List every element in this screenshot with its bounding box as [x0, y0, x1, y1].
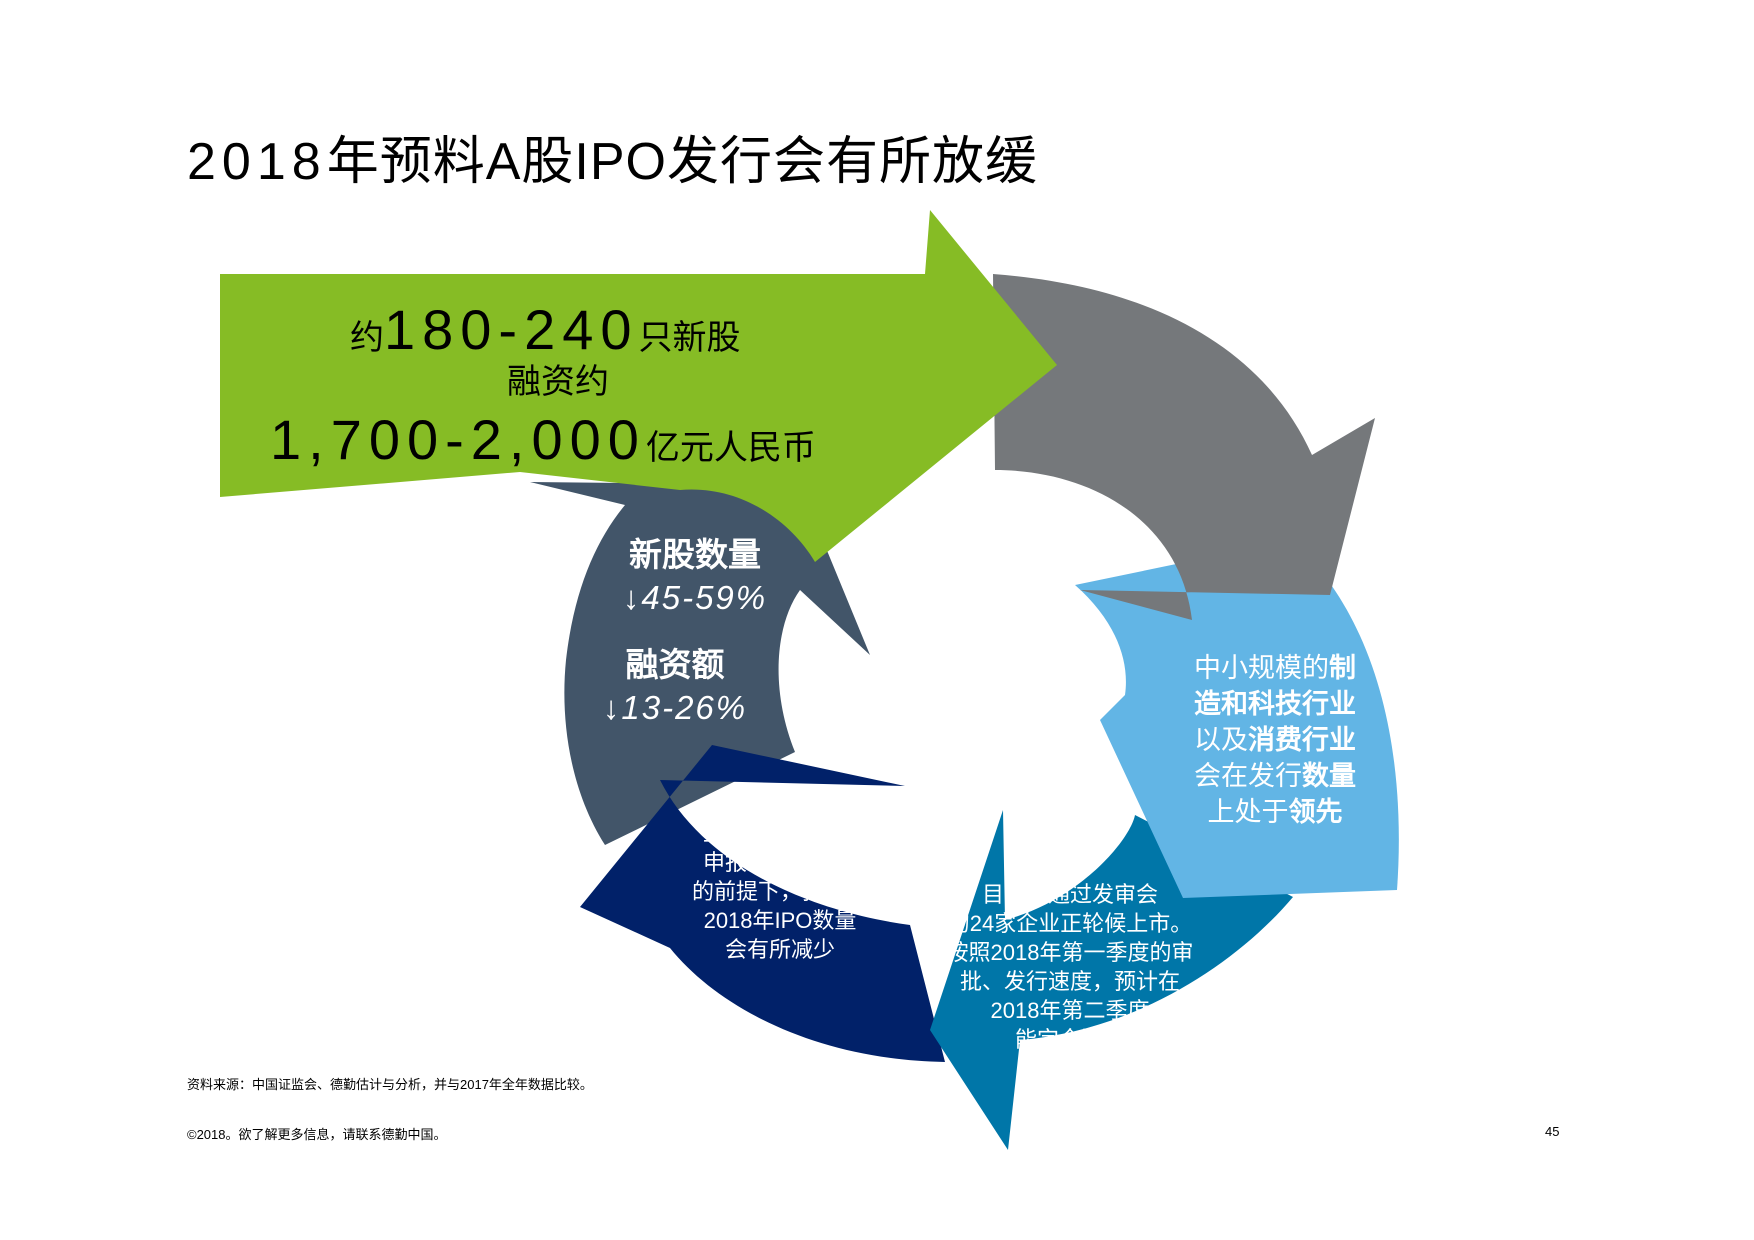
gray-arrow-segment [993, 274, 1375, 620]
lightblue-l3a: 以及 [1194, 725, 1248, 755]
green-line3: 1,700-2,000亿元人民币 [270, 410, 816, 475]
lightblue-l5a: 上处于 [1207, 797, 1289, 827]
source-note: 资料来源：中国证监会、德勤估计与分析，并与2017年全年数据比较。 [187, 1077, 593, 1092]
blue-segment-text: 目前已通过发审会 的24家企业正轮候上市。 按照2018年第一季度的审 批、发行… [920, 880, 1220, 1054]
lightblue-segment-text: 中小规模的制 造和科技行业 以及消费行业 会在发行数量 上处于领先 [1170, 650, 1380, 830]
title-part3: 发行会有所放缓 [666, 133, 1038, 191]
navy-arrow-segment [580, 745, 945, 1062]
new-share-count-label: 新股数量 [629, 536, 761, 573]
lightblue-l1a: 中小规模的 [1194, 653, 1329, 683]
blue-line: 能完全消化 [1014, 1027, 1125, 1052]
title-part2: A股IPO [485, 133, 667, 191]
green-line1-prefix: 约 [350, 319, 384, 357]
green-line1: 约180-240只新股 [350, 300, 741, 365]
navy-line: 在从严审核，防 [702, 792, 857, 817]
title-part1: 年预料 [326, 133, 486, 191]
new-share-count-change: ↓45-59% [622, 579, 768, 616]
copyright: ©2018。欲了解更多信息，请联系德勤中国。 [187, 1127, 447, 1142]
navy-line: 会有所减少 [724, 937, 835, 962]
page-number: 45 [1545, 1124, 1560, 1139]
green-line2: 融资约 [507, 363, 609, 401]
green-line1-suffix: 只新股 [638, 319, 741, 357]
lightblue-l5b: 领先 [1288, 797, 1343, 827]
lightblue-line-4: 会在发行数量 [1170, 758, 1380, 794]
green-arrow [220, 210, 1057, 562]
blue-line: 按照2018年第一季度的审 [946, 940, 1194, 965]
lightblue-line-2: 造和科技行业 [1194, 689, 1356, 719]
lightblue-line-3: 以及消费行业 [1170, 722, 1380, 758]
slate-arrow-segment [530, 482, 870, 845]
navy-line: 的前提下，预计在 [691, 879, 868, 904]
blue-line: 目前已通过发审会 [981, 882, 1158, 907]
lightblue-l3b: 消费行业 [1248, 725, 1356, 755]
navy-line: 2018年IPO数量 [703, 908, 857, 933]
financing-amount-label: 融资额 [625, 646, 725, 683]
green-line3-number: 1,700-2,000 [270, 408, 646, 471]
green-line3-suffix: 亿元人民币 [645, 429, 816, 467]
blue-line: 批、发行速度，预计在 [959, 969, 1180, 994]
green-line1-number: 180-240 [384, 298, 639, 361]
lightblue-line-1: 中小规模的制 [1170, 650, 1380, 686]
financing-amount-change: ↓13-26% [602, 689, 748, 726]
navy-line: 止问题企业带病 [702, 821, 857, 846]
lightblue-arrow-segment [1075, 540, 1399, 898]
title-year: 2018 [187, 133, 327, 191]
blue-line: 2018年第二季度 [990, 998, 1150, 1023]
blue-line: 的24家企业正轮候上市。 [947, 911, 1193, 936]
lightblue-l4b: 数量 [1302, 761, 1356, 791]
lightblue-line-5: 上处于领先 [1170, 794, 1380, 830]
lightblue-l1b: 制 [1329, 653, 1356, 683]
navy-segment-text: 在从严审核，防 止问题企业带病 申报、蒙混过关 的前提下，预计在 2018年IP… [660, 790, 900, 964]
lightblue-l4a: 会在发行 [1194, 761, 1302, 791]
page-title: 2018年预料A股IPO发行会有所放缓 [187, 132, 1038, 192]
navy-line: 申报、蒙混过关 [702, 850, 857, 875]
